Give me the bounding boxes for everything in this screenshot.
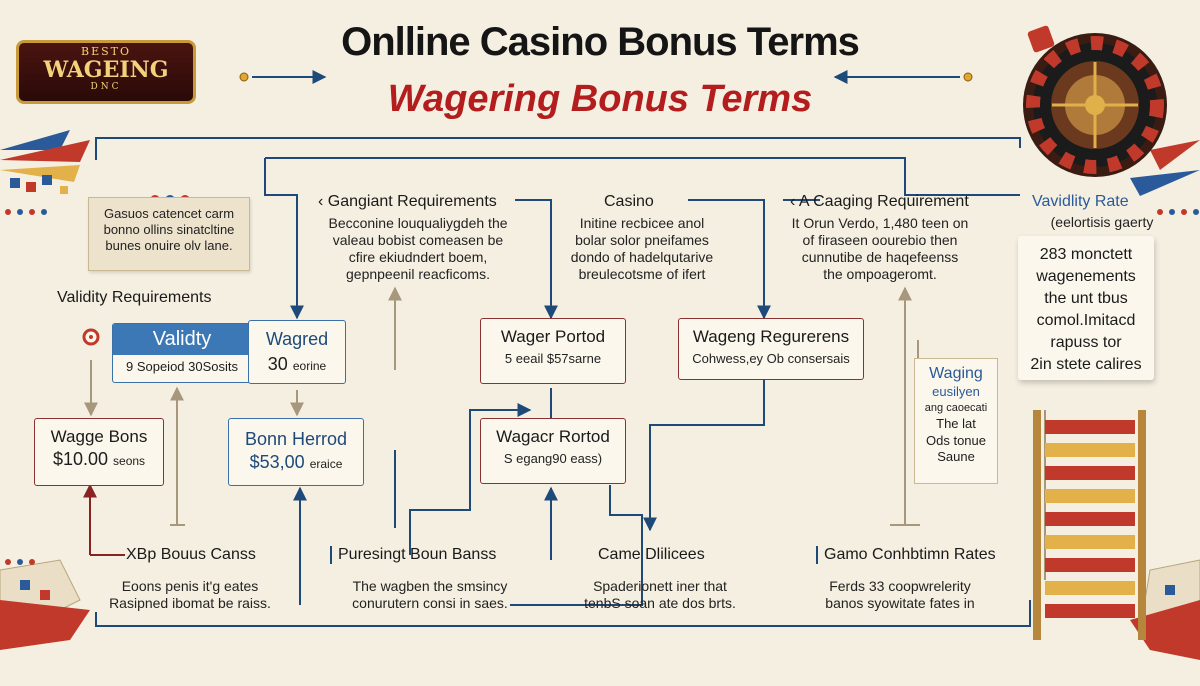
side-card-line: rapuss tor — [1050, 334, 1122, 351]
heading-gangiant: ‹ Gangiant Requirements — [318, 193, 497, 210]
wagacr-rortod-box: Wagacr Rortod S egang90 eass) — [480, 418, 626, 484]
bonn-herrod-title: Bonn Herrod — [244, 429, 348, 449]
waging-line: eusilyen — [932, 384, 980, 399]
validity-header: Validty — [113, 324, 251, 355]
page-title: Onlline Casino Bonus Terms — [341, 20, 860, 64]
wagred-card: Wagred 30 eorine — [248, 320, 346, 384]
waging-title: Waging — [929, 365, 983, 382]
note-line: Gasuos catencet carm — [103, 206, 235, 221]
bonn-herrod-value: $53,00 eraice — [249, 452, 343, 472]
note-line: bunes onuire olv lane. — [105, 238, 233, 253]
wageng-requirements-box: Wageng Regurerens Cohwess,ey Ob consersa… — [678, 318, 864, 380]
wager-portod-box: Wager Portod 5 eeail $57sarne — [480, 318, 626, 384]
logo-top-text: BESTO — [80, 45, 131, 58]
wagacr-rortod-sub: S egang90 eass) — [503, 451, 603, 466]
heading-gamo: Gamo Conhbtimn Rates — [816, 546, 996, 564]
validity-card: Validty 9 Sopeiod 30Sosits — [112, 323, 252, 383]
para-vavidlity: (eelortisis gaerty — [1050, 214, 1154, 230]
roulette-wheel-icon — [1023, 25, 1167, 177]
page-subtitle: Wagering Bonus Terms — [387, 78, 813, 120]
wagge-bons-box: Wagge Bons $10.00 seons — [34, 418, 164, 486]
wagred-title: Wagred — [265, 329, 329, 349]
heading-casino: Casino — [604, 193, 654, 210]
brand-logo: BESTO WAGEING DNC — [16, 40, 196, 104]
wagacr-rortod-title: Wagacr Rortod — [496, 427, 610, 446]
title-arrow-right — [833, 70, 973, 84]
validity-sub: 9 Sopeiod 30Sosits — [125, 359, 239, 374]
heading-caging: ‹ A Caaging Requirement — [790, 193, 969, 210]
heading-validity-requirements: Validity Requirements — [57, 289, 212, 306]
heading-pursing: Puresingt Boun Banss — [330, 546, 496, 564]
right-fan-decoration — [1130, 140, 1200, 660]
side-card-line: 2in stete calires — [1030, 356, 1142, 373]
waging-line: Saune — [937, 449, 975, 464]
waging-line: The lat — [936, 416, 976, 431]
side-info-card: 283 monctett wagenements the unt tbus co… — [1018, 236, 1154, 380]
wager-portod-title: Wager Portod — [500, 327, 606, 346]
heading-vavidlity: Vavidlity Rate — [1032, 193, 1129, 210]
chip-ladder-decoration — [1033, 410, 1146, 640]
waging-line: ang caoecati — [924, 402, 988, 414]
wagge-bons-title: Wagge Bons — [50, 427, 148, 446]
heading-xbp: XBp Bouus Canss — [126, 546, 256, 563]
wageng-requirements-title: Wageng Regurerens — [692, 327, 850, 346]
bonn-herrod-box: Bonn Herrod $53,00 eraice — [228, 418, 364, 486]
chip-icon — [82, 328, 100, 346]
logo-main-text: WAGEING — [43, 57, 169, 83]
note-line: bonno ollins sinatcltine — [103, 222, 235, 237]
wagge-bons-value: $10.00 seons — [52, 449, 146, 469]
outer-frame-lines — [95, 137, 1031, 627]
side-card-line: comol.Imitacd — [1036, 312, 1136, 329]
heading-came: Came Dlilicees — [598, 546, 705, 563]
info-note: Gasuos catencet carm bonno ollins sinatc… — [88, 197, 250, 271]
logo-bottom-text: DNC — [90, 82, 122, 92]
wageng-requirements-sub: Cohwess,ey Ob consersais — [692, 351, 850, 366]
waging-line: Ods tonue — [926, 433, 986, 448]
left-fan-decoration — [0, 130, 90, 650]
wager-portod-sub: 5 eeail $57sarne — [504, 351, 602, 366]
wagred-value: 30 eorine — [267, 354, 327, 374]
side-card-line: the unt tbus — [1044, 290, 1128, 307]
waging-card: Waging eusilyen ang caoecati The lat Ods… — [914, 358, 998, 484]
side-card-line: wagenements — [1036, 268, 1136, 285]
title-arrow-left — [239, 70, 327, 84]
side-card-line: 283 monctett — [1039, 246, 1133, 263]
